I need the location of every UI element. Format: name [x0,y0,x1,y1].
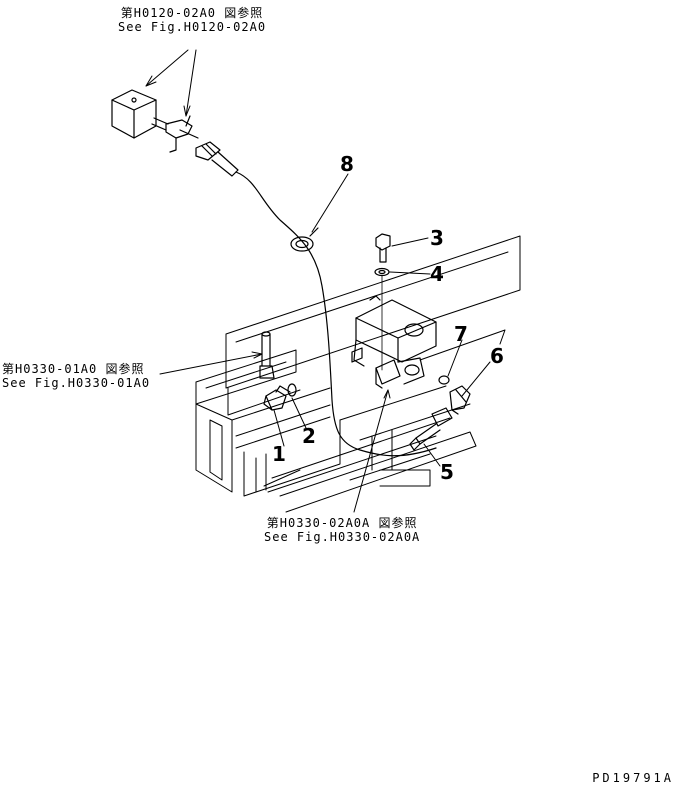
reference-top: 第H0120-02A0 図参照 See Fig.H0120-02A0 [118,6,266,34]
callout-3: 3 [430,226,444,250]
reference-bottom-en: See Fig.H0330-02A0A [264,530,421,544]
figure-id: PD19791A [592,771,674,785]
callout-8: 8 [340,152,354,176]
elbow-fitting [263,385,291,411]
reference-bottom: 第H0330-02A0A 図参照 See Fig.H0330-02A0A [264,516,420,544]
tee-fitting [165,115,199,153]
hose [409,407,453,451]
mounting-bracket [351,295,437,389]
harness-clip [290,227,319,252]
callout-6: 6 [490,344,504,368]
o-ring-7 [438,375,450,385]
wire-harness [235,171,437,457]
reference-left: 第H0330-01A0 図参照 See Fig.H0330-01A0 [2,362,150,390]
o-ring-2 [287,383,297,397]
reference-top-en: See Fig.H0120-02A0 [118,20,267,34]
pipe-segment [259,331,275,379]
bolt [375,233,391,263]
reference-left-en: See Fig.H0330-01A0 [2,376,151,390]
reference-left-jp: 第H0330-01A0 図参照 [2,362,145,376]
leader-lines [145,49,491,513]
callout-4: 4 [430,262,444,286]
callout-1: 1 [272,442,286,466]
frame-phantom-outline [195,235,521,513]
callout-7: 7 [454,322,468,346]
wire-connector [195,141,239,177]
solenoid-valve-body [111,89,169,139]
connector-fitting [449,385,471,415]
reference-bottom-jp: 第H0330-02A0A 図参照 [266,516,418,530]
callout-2: 2 [302,424,316,448]
reference-top-jp: 第H0120-02A0 図参照 [120,6,264,20]
washer [374,267,390,277]
callout-5: 5 [440,460,454,484]
